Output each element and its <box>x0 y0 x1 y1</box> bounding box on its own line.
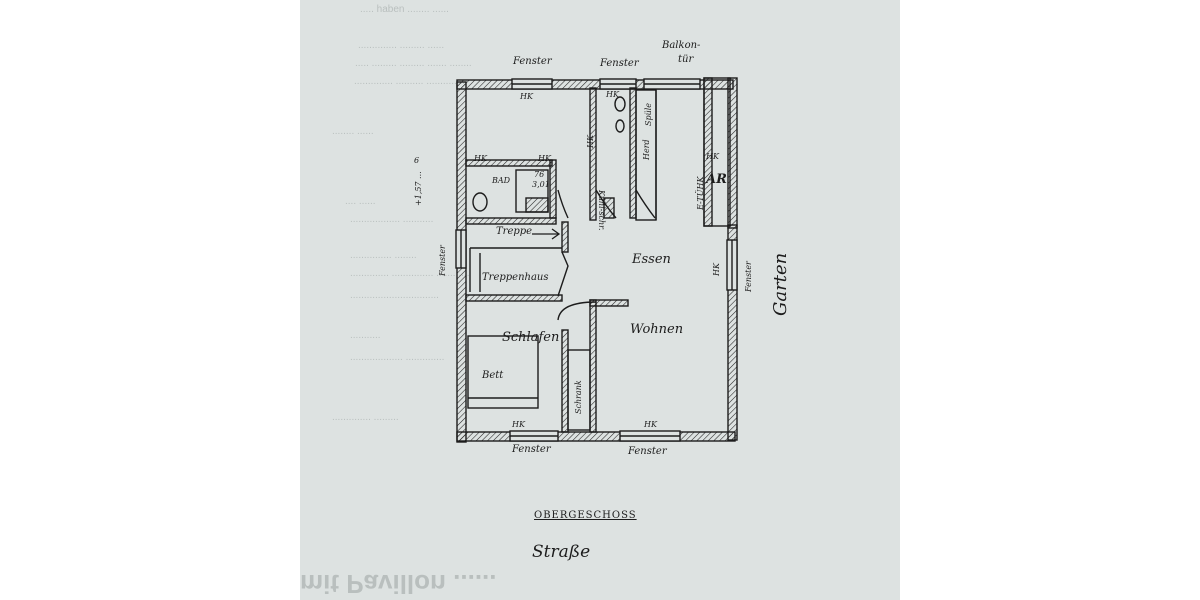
background-print-text: .............. ............... .........… <box>350 268 470 279</box>
label-stove: Herd <box>642 139 651 160</box>
background-print-text: ..... ......... ......... ....... ......… <box>355 58 472 69</box>
label-radiator: HK <box>512 420 525 429</box>
label-radiator: HK <box>474 154 487 163</box>
label-window-top-left: Fenster <box>513 56 552 67</box>
background-print-text: .................. ........... <box>350 214 434 225</box>
label-dining: Essen <box>632 252 671 267</box>
label-radiator: HK <box>644 420 657 429</box>
bed <box>467 335 539 409</box>
arrow-right-icon <box>532 228 561 240</box>
background-print-text: ................................ <box>350 290 439 301</box>
label-height-mark: +1,57 ... <box>414 171 423 206</box>
label-balcony-door-line2: tür <box>678 54 694 65</box>
label-window-left: Fenster <box>438 245 447 276</box>
label-radiator: HK <box>606 90 619 99</box>
label-radiator: HK <box>706 152 719 161</box>
wall-stair-top <box>465 217 557 225</box>
label-garden: Garten <box>770 252 791 316</box>
outer-wall-bottom <box>456 431 736 442</box>
label-window-top-right: Fenster <box>600 58 639 69</box>
label-wardrobe: Schrank <box>574 380 583 414</box>
label-door-radiator: E-TÜHK <box>696 176 705 210</box>
label-window-bottom-right: Fenster <box>628 446 667 457</box>
label-stairwell: Treppenhaus <box>482 272 549 283</box>
wall-bath-right <box>549 159 557 219</box>
label-balcony-door-line1: Balkon- <box>662 40 701 51</box>
label-storage-room: AR <box>706 172 727 187</box>
background-print-text: ................... .............. <box>350 352 445 363</box>
label-fridge: Kühl-schr. <box>597 190 606 231</box>
background-print-text: .............. ......... ...... <box>358 40 445 51</box>
floor-title: OBERGESCHOSS <box>534 510 637 521</box>
wall-stair-right <box>561 221 569 253</box>
label-radiator: HK <box>586 135 595 148</box>
label-bath-dimension-top: 76 <box>534 170 545 179</box>
background-print-text: .... ...... <box>345 196 376 207</box>
label-bedroom: Schlafen <box>502 330 560 345</box>
wall-stair-bottom <box>465 294 563 302</box>
background-print-text: ..... haben ........ ...... <box>360 4 449 15</box>
background-print-text: ........... <box>350 330 381 341</box>
label-radiator: HK <box>520 92 533 101</box>
label-sink: Spüle <box>644 102 653 126</box>
background-print-text: ............... ........ <box>350 250 417 261</box>
background-print-text: ........ ...... <box>332 126 374 137</box>
label-bathroom: BAD <box>492 176 511 185</box>
scanned-paper: ..... haben ........ ...... ............… <box>300 0 900 600</box>
label-living: Wohnen <box>630 322 684 337</box>
label-stairs: Treppe <box>496 226 533 237</box>
background-print-text: .............. .......... .............. <box>354 76 466 87</box>
label-street: Straße <box>532 542 591 562</box>
label-window-right: Fenster <box>744 261 753 292</box>
wardrobe <box>567 349 591 431</box>
label-height-small: 6 <box>414 156 420 165</box>
label-bed: Bett <box>482 370 504 381</box>
outer-wall-right-upper <box>727 77 738 229</box>
kitchen-wall-hatch <box>703 77 713 227</box>
background-print-text: .............. ......... <box>332 412 399 423</box>
label-radiator: HK <box>538 154 551 163</box>
wall-bedroom-right <box>561 329 569 433</box>
wall-living-left <box>589 299 597 433</box>
label-bath-dimension-bottom: 3,01 <box>532 180 550 189</box>
label-radiator: HK <box>712 263 721 276</box>
wall-kitchen-left <box>589 87 597 221</box>
wall-kitchen-right <box>629 87 637 219</box>
floor-plan-drawing <box>455 77 738 443</box>
label-window-bottom-left: Fenster <box>512 444 551 455</box>
